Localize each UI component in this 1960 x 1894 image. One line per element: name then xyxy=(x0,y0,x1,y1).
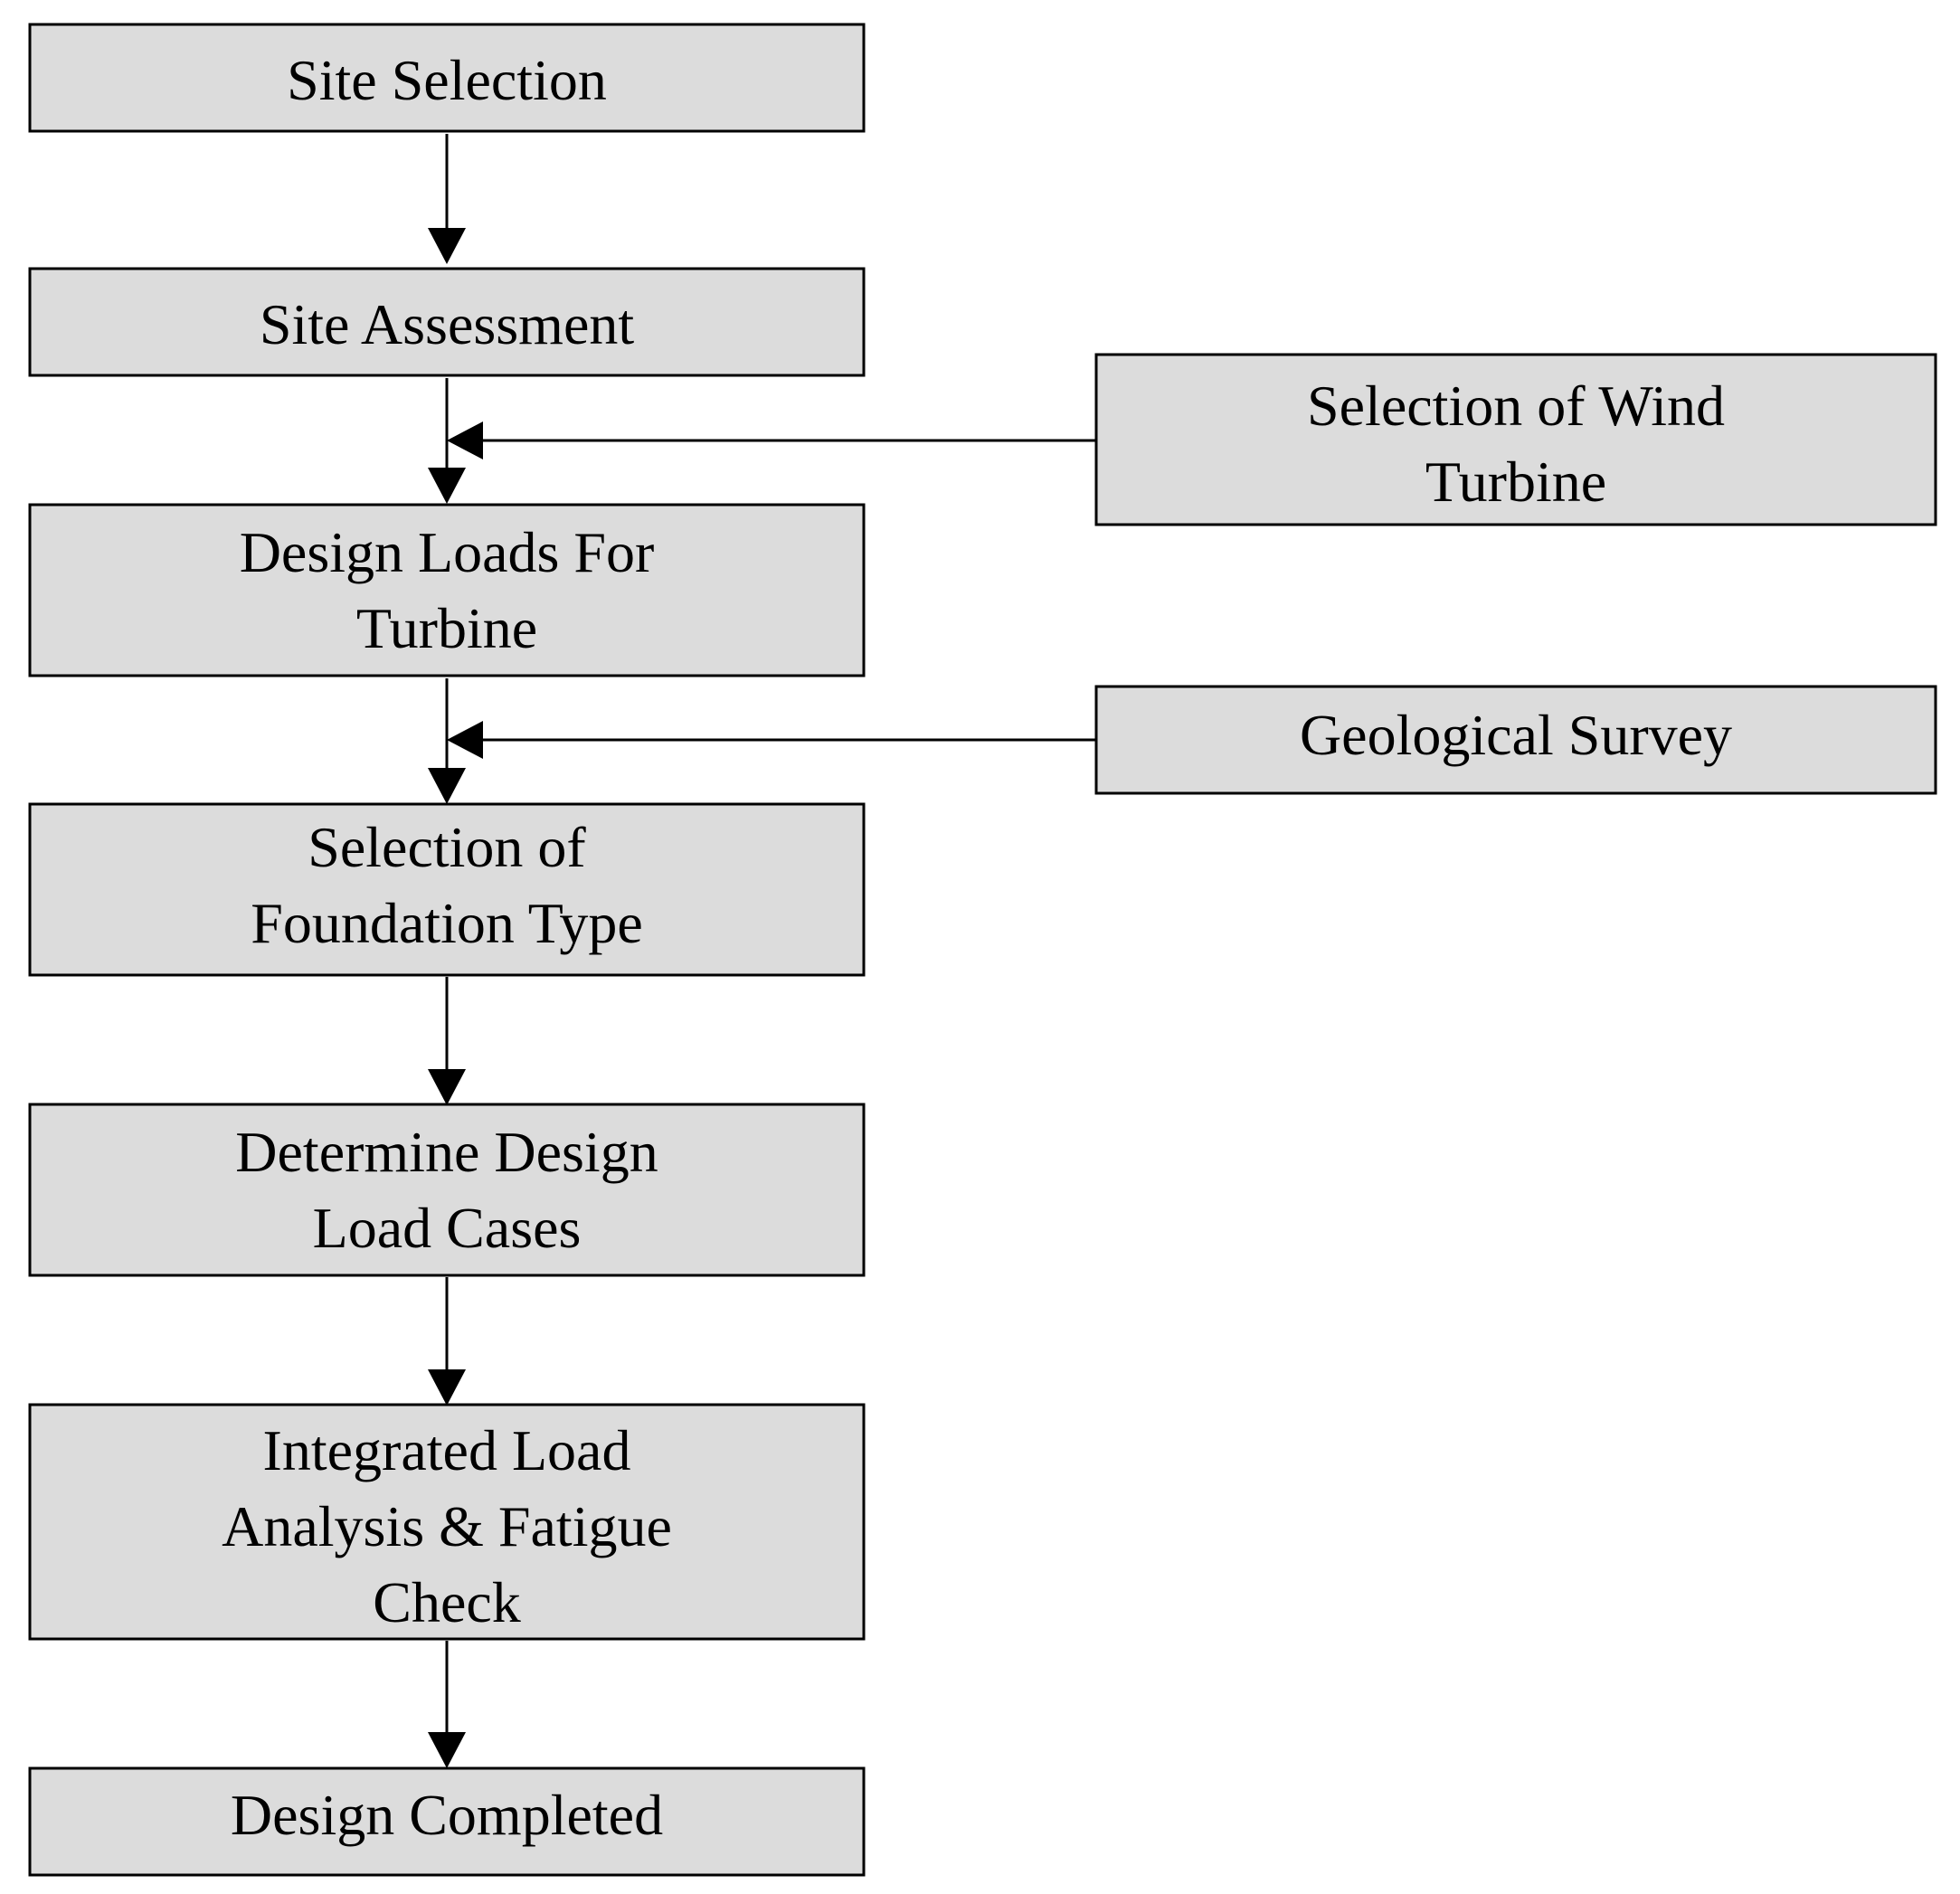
node-selection-of-wind-turbine: Selection of Wind Turbine xyxy=(1094,353,1937,526)
node-box xyxy=(28,23,866,133)
arrowhead-design-completed xyxy=(428,1732,466,1768)
node-label-line-1: Determine Design xyxy=(235,1120,658,1184)
node-site-selection: Site Selection xyxy=(28,23,866,133)
node-label-line-2: Turbine xyxy=(1425,450,1606,514)
node-label-line-3: Check xyxy=(373,1570,521,1634)
node-box xyxy=(28,503,866,677)
node-integrated-load-analysis: Integrated Load Analysis & Fatigue Check xyxy=(28,1403,866,1641)
node-box xyxy=(1094,685,1937,795)
node-box xyxy=(28,267,866,377)
node-box xyxy=(28,1403,866,1641)
node-determine-design-load-cases: Determine Design Load Cases xyxy=(28,1103,866,1277)
node-label: Geological Survey xyxy=(1300,703,1732,767)
node-selection-of-foundation-type: Selection of Foundation Type xyxy=(28,802,866,977)
node-label: Site Selection xyxy=(287,48,607,112)
node-label-line-2: Load Cases xyxy=(313,1196,582,1260)
node-box xyxy=(28,802,866,977)
arrowhead-geological-input xyxy=(447,721,483,759)
arrowhead-foundation-type xyxy=(428,768,466,804)
node-design-completed: Design Completed xyxy=(28,1766,866,1877)
connectors xyxy=(428,134,1096,1768)
node-box xyxy=(28,1103,866,1277)
node-label-line-1: Selection of Wind xyxy=(1307,374,1725,438)
arrowhead-design-loads xyxy=(428,468,466,504)
node-box xyxy=(1094,353,1937,526)
node-label-line-1: Selection of xyxy=(308,815,586,879)
node-label-line-1: Integrated Load xyxy=(263,1418,631,1482)
node-label-line-2: Analysis & Fatigue xyxy=(222,1494,672,1558)
node-site-assessment: Site Assessment xyxy=(28,267,866,377)
arrowhead-wind-turbine-input xyxy=(447,421,483,459)
arrowhead-load-cases xyxy=(428,1069,466,1105)
node-label: Design Completed xyxy=(231,1783,663,1847)
arrowhead-integrated-analysis xyxy=(428,1369,466,1406)
node-label-line-2: Foundation Type xyxy=(251,891,642,955)
node-label-line-1: Design Loads For xyxy=(240,520,655,584)
node-box xyxy=(28,1766,866,1877)
node-label-line-2: Turbine xyxy=(356,596,537,660)
node-geological-survey: Geological Survey xyxy=(1094,685,1937,795)
node-design-loads-for-turbine: Design Loads For Turbine xyxy=(28,503,866,677)
node-label: Site Assessment xyxy=(260,292,634,356)
arrowhead-site-assessment xyxy=(428,228,466,264)
